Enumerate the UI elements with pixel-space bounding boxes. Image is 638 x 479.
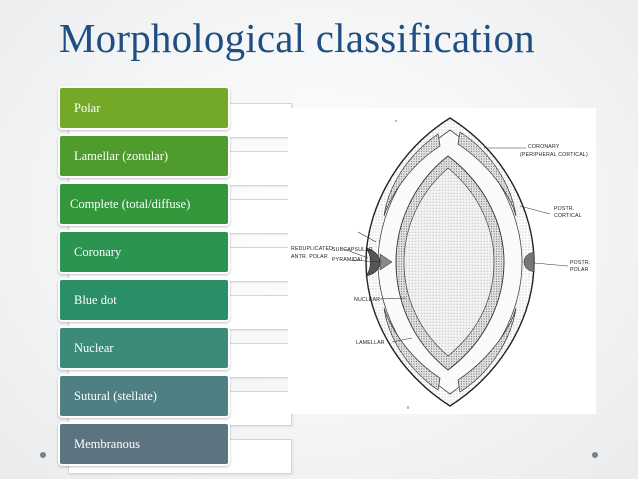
coronary-opacity-top	[457, 131, 517, 217]
label-reduplicated: REDUPLICATED	[291, 246, 333, 252]
item-label: Blue dot	[58, 278, 230, 322]
item-label: Nuclear	[58, 326, 230, 370]
slide-decoration-dot-right	[592, 452, 598, 458]
item-label: Coronary	[58, 230, 230, 274]
item-label: Polar	[58, 86, 230, 130]
slide-title: Morphological classification	[59, 15, 535, 61]
item-label: Lamellar (zonular)	[58, 134, 230, 178]
anterior-polar-opacity	[365, 247, 381, 277]
list-item-complete: Complete (total/diffuse)	[58, 182, 293, 234]
list-item-nuclear: Nuclear	[58, 326, 293, 378]
label-postr-cortical-1: POSTR.	[554, 206, 575, 212]
coronary-opacity-bottom	[457, 307, 517, 393]
lens-cataract-diagram: CORONARY (PERIPHERAL CORTICAL) POSTR. CO…	[288, 108, 596, 414]
label-postr-polar-1: POSTR.	[570, 260, 591, 266]
posterior-polar-opacity	[523, 251, 535, 273]
list-item-coronary: Coronary	[58, 230, 293, 282]
label-peripheral-cortical: (PERIPHERAL CORTICAL)	[520, 152, 588, 158]
nucleus	[403, 167, 495, 357]
label-postr-polar-2: POLAR	[570, 267, 589, 273]
label-pyramidal: PYRAMIDAL	[332, 257, 364, 263]
label-lamellar: LAMELLAR	[356, 340, 385, 346]
item-label: Membranous	[58, 422, 230, 466]
item-label: Sutural (stellate)	[58, 374, 230, 418]
label-nuclear: NUCLEAR	[354, 297, 380, 303]
list-item-blue-dot: Blue dot	[58, 278, 293, 330]
slide-decoration-dot-left	[40, 452, 46, 458]
lens-diagram-svg: CORONARY (PERIPHERAL CORTICAL) POSTR. CO…	[291, 117, 591, 409]
coronary-opacity-left-top	[383, 133, 441, 217]
list-item-polar: Polar	[58, 86, 293, 138]
item-label: Complete (total/diffuse)	[58, 182, 230, 226]
label-subcapsular: SUBCAPSULAR	[332, 247, 373, 253]
list-item-sutural: Sutural (stellate)	[58, 374, 293, 426]
label-antr-polar: ANTR. POLAR	[291, 254, 328, 260]
list-item-membranous: Membranous	[58, 422, 293, 474]
list-item-lamellar: Lamellar (zonular)	[58, 134, 293, 186]
label-postr-cortical-2: CORTICAL	[554, 213, 582, 219]
label-coronary: CORONARY	[528, 144, 560, 150]
coronary-opacity-left-bottom	[383, 307, 441, 391]
